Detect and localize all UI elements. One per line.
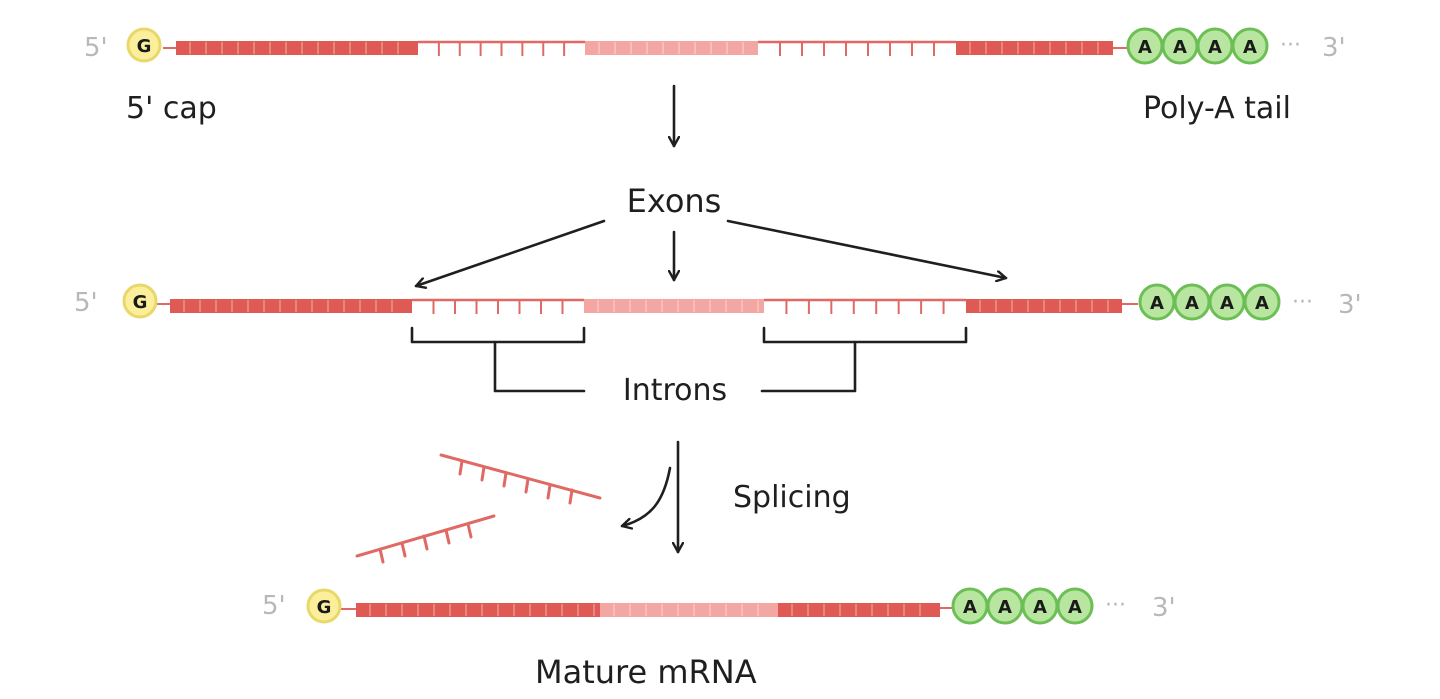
introns-label: Introns (623, 373, 727, 408)
cap-circle (306, 588, 342, 624)
strand-1: 5' G A A A A ··· 3' 5' cap Poly-A tail (84, 27, 1346, 126)
svg-text:A: A (1173, 37, 1187, 58)
exon-bar (584, 299, 764, 313)
cap-letter: G (137, 36, 152, 57)
svg-text:A: A (1150, 293, 1164, 314)
exon-group (356, 603, 940, 617)
exon-bar (176, 41, 418, 55)
exons-label: Exons (627, 182, 722, 220)
bracket-leader-left (493, 340, 586, 393)
exon-bar (170, 299, 412, 313)
three-prime-label: 3' (1322, 33, 1346, 63)
poly-a-bead: A (1056, 587, 1094, 625)
ellipsis: ··· (1280, 33, 1301, 58)
cap-letter: G (133, 292, 148, 313)
arrow-to-exon-3-icon (726, 219, 1008, 278)
five-prime-label: 5' (262, 591, 286, 621)
poly-a-tail: A A A A (1138, 283, 1281, 321)
poly-a-bead: A (1126, 27, 1164, 65)
strand-3: 5' G A A A A ··· 3' (262, 587, 1176, 625)
excised-intron-1 (439, 453, 602, 505)
svg-text:A: A (998, 597, 1012, 618)
bracket-leader-right (760, 340, 857, 393)
ellipsis: ··· (1292, 290, 1313, 315)
ellipsis: ··· (1105, 593, 1126, 618)
poly-a-bead: A (1161, 27, 1199, 65)
bracket-intron-1 (410, 326, 586, 344)
svg-text:A: A (963, 597, 977, 618)
five-prime-cap: G (306, 588, 342, 624)
exon-bar (778, 603, 940, 617)
svg-text:A: A (1185, 293, 1199, 314)
poly-a-bead: A (1138, 283, 1176, 321)
cap-circle (122, 283, 158, 319)
exon-bar (600, 603, 778, 617)
five-prime-cap: G (126, 27, 162, 63)
poly-a-tail: A A A A (1126, 27, 1269, 65)
svg-text:A: A (1255, 293, 1269, 314)
cap-letter: G (317, 597, 332, 618)
svg-text:A: A (1208, 37, 1222, 58)
poly-a-bead: A (951, 587, 989, 625)
svg-text:A: A (1138, 37, 1152, 58)
exon-bar (356, 603, 600, 617)
curved-arrow-icon (620, 466, 672, 526)
poly-a-bead: A (1208, 283, 1246, 321)
excised-intron-2 (355, 514, 496, 564)
splicing-label: Splicing (733, 480, 851, 515)
intron-group (418, 40, 956, 56)
exon-bar (585, 41, 758, 55)
exon-group (176, 41, 1113, 55)
mature-mrna-label: Mature mRNA (535, 653, 757, 691)
poly-a-bead: A (1243, 283, 1281, 321)
strand-2: 5' G A A A A ··· 3' (74, 283, 1362, 321)
svg-text:A: A (1033, 597, 1047, 618)
svg-text:A: A (1068, 597, 1082, 618)
poly-a-bead: A (1196, 27, 1234, 65)
poly-a-bead: A (1021, 587, 1059, 625)
intron-bracket (410, 326, 968, 393)
svg-text:A: A (1220, 293, 1234, 314)
arrow-to-exon-1-icon (414, 219, 606, 286)
three-prime-label: 3' (1152, 593, 1176, 623)
poly-a-tail: A A A A (951, 587, 1094, 625)
intron-group (412, 298, 966, 314)
poly-a-bead: A (986, 587, 1024, 625)
poly-a-bead: A (1231, 27, 1269, 65)
five-prime-cap: G (122, 283, 158, 319)
five-prime-label: 5' (84, 33, 108, 63)
poly-a-bead: A (1173, 283, 1211, 321)
cap-circle (126, 27, 162, 63)
bracket-intron-2 (762, 326, 968, 344)
three-prime-label: 3' (1338, 290, 1362, 320)
five-prime-label: 5' (74, 288, 98, 318)
exon-bar (956, 41, 1113, 55)
svg-text:A: A (1243, 37, 1257, 58)
tail-label: Poly-A tail (1143, 91, 1291, 126)
cap-label: 5' cap (126, 91, 217, 126)
exon-bar (966, 299, 1122, 313)
exon-group (170, 299, 1122, 313)
